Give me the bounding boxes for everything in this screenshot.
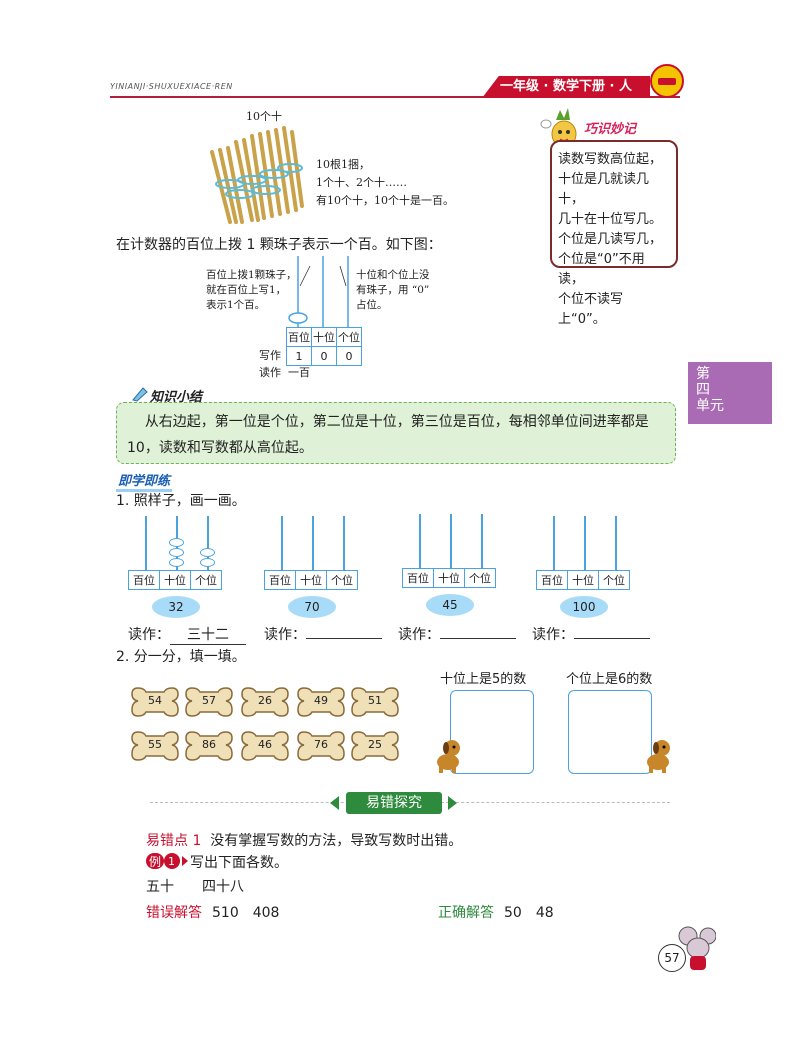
bone-number: 26 — [258, 694, 272, 707]
write-label: 写作 — [259, 349, 281, 362]
tip-line: 读数写数高位起， — [558, 152, 663, 167]
number-cloud: 100 — [560, 596, 608, 618]
digit-cell: 0 — [336, 346, 362, 366]
number-cloud: 45 — [426, 594, 474, 616]
header-logo-icon — [650, 64, 684, 98]
example-badge: 例 1 — [146, 853, 188, 869]
pencil-icon — [132, 387, 148, 402]
tip-line: 个位不读写上“0”。 — [558, 292, 624, 327]
bundle-label: 10个十 — [246, 110, 282, 123]
bone-card[interactable]: 54 — [130, 684, 180, 720]
tip-line: 几十在十位写几。 — [558, 212, 663, 227]
header-right-text: 一年级 · 数学下册 · 人 — [482, 76, 650, 98]
sort-box-label-ones: 个位上是6的数 — [566, 672, 653, 687]
tip-line: 个位是几读写几， — [558, 232, 663, 247]
bone-number: 76 — [314, 738, 328, 751]
summary-box: 从右边起，第一位是个位，第二位是十位，第三位是百位，每相邻单位间进率都是10，读… — [116, 402, 676, 464]
counter-100: 百位 十位 个位 100 — [536, 516, 632, 626]
dog-icon — [437, 740, 460, 773]
dog-icon — [647, 740, 670, 773]
stick-bundles-illustration — [210, 126, 304, 224]
read-answer-1: 读作：三十二 — [128, 624, 246, 645]
error-point: 易错点 1 没有掌握写数的方法，导致写数时出错。 — [146, 833, 463, 849]
digit-cell: 0 — [311, 346, 337, 366]
example-number: 1 — [168, 855, 175, 868]
bone-card[interactable]: 55 — [130, 728, 180, 764]
header-left-text: YINIANJI·SHUXUEXIACE·REN — [110, 82, 233, 91]
arrow-left-icon — [330, 796, 339, 810]
question-2: 2. 分一分，填一填。 — [116, 649, 246, 665]
abacus-note-right: 十位和个位上没 有珠子，用 “0” 占位。 — [356, 269, 430, 311]
bundle-description: 10根1捆， 1个十、2个十…… 有10个十，10个十是一百。 — [316, 158, 454, 207]
mouse-mascot-icon — [678, 926, 716, 970]
bone-card[interactable]: 51 — [350, 684, 400, 720]
bone-number: 57 — [202, 694, 216, 707]
bone-card[interactable]: 46 — [240, 728, 290, 764]
bone-number: 86 — [202, 738, 216, 751]
read-row: 读作 一百 — [259, 366, 310, 379]
page-number: 57 — [658, 944, 686, 972]
bone-number: 54 — [148, 694, 162, 707]
sort-box-label-tens: 十位上是5的数 — [440, 672, 527, 687]
bone-number: 55 — [148, 738, 162, 751]
practice-title: 即学即练 — [116, 470, 173, 492]
bone-number: 49 — [314, 694, 328, 707]
arrow-right-icon — [448, 796, 457, 810]
abacus-note-left: 百位上拨1颗珠子， 就在百位上写1， 表示1个百。 — [206, 269, 297, 311]
read-answer-2: 读作： — [264, 624, 382, 644]
bone-number: 51 — [368, 694, 382, 707]
number-cloud: 70 — [288, 596, 336, 618]
place-header: 百位 — [286, 327, 312, 347]
sort-box-tens[interactable] — [450, 690, 534, 774]
unit-side-tab: 第 四 单元 — [688, 362, 772, 424]
number-cloud: 32 — [152, 596, 200, 618]
tip-box: 读数写数高位起， 十位是几就读几十， 几十在十位写几。 个位是几读写几， 个位是… — [550, 140, 678, 327]
intro-sentence: 在计数器的百位上拨 1 颗珠子表示一个百。如下图： — [116, 237, 442, 253]
bone-card[interactable]: 25 — [350, 728, 400, 764]
pineapple-mascot-icon — [540, 108, 577, 148]
bone-number: 46 — [258, 738, 272, 751]
bone-card[interactable]: 57 — [184, 684, 234, 720]
place-header: 个位 — [336, 327, 362, 347]
counter-70: 百位 十位 个位 70 — [264, 516, 360, 626]
bone-card[interactable]: 76 — [296, 728, 346, 764]
summary-text: 从右边起，第一位是个位，第二位是十位，第三位是百位，每相邻单位间进率都是10，读… — [127, 414, 649, 456]
abacus-rods — [288, 256, 349, 327]
header-rule — [110, 96, 680, 98]
question-1: 1. 照样子，画一画。 — [116, 493, 246, 509]
example-text: 写出下面各数。 — [190, 855, 288, 871]
place-value-table: 百位 十位 个位 1 0 0 — [286, 327, 362, 366]
counter-32: 百位 十位 个位 32 — [128, 516, 224, 626]
bone-card[interactable]: 86 — [184, 728, 234, 764]
tip-line: 个位是“0”不用读， — [558, 252, 645, 287]
read-answer-4: 读作： — [532, 624, 650, 644]
sort-box-ones[interactable] — [568, 690, 652, 774]
bone-number: 25 — [368, 738, 382, 751]
example-items: 五十 四十八 — [146, 879, 244, 895]
bone-card[interactable]: 49 — [296, 684, 346, 720]
abacus-bead — [288, 312, 308, 324]
section-banner: 易错探究 — [346, 792, 442, 814]
tip-line: 十位是几就读几十， — [558, 172, 650, 207]
summary-title: 知识小结 — [150, 390, 203, 405]
bone-card[interactable]: 26 — [240, 684, 290, 720]
tip-title: 巧识妙记 — [584, 122, 637, 137]
place-header: 十位 — [311, 327, 337, 347]
digit-cell: 1 — [286, 346, 312, 366]
example-badge-label: 例 — [149, 855, 161, 869]
read-answer-3: 读作： — [398, 624, 516, 644]
counter-45: 百位 十位 个位 45 — [402, 514, 498, 624]
